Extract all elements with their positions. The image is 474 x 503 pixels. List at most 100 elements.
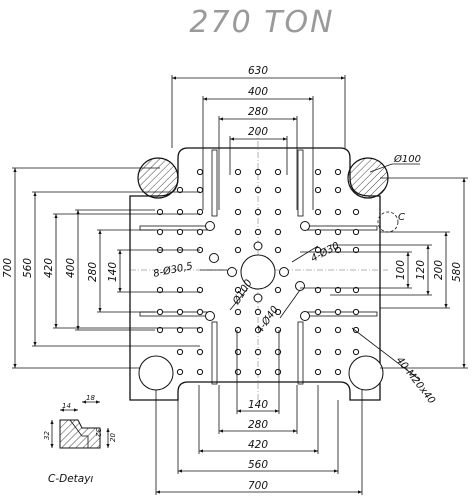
tapped-hole (274, 186, 282, 194)
tapped-hole (176, 348, 184, 356)
ejector-hole (253, 293, 263, 303)
detail-dim-32-left: 32 (43, 431, 51, 440)
tapped-hole (234, 168, 242, 176)
tapped-hole (196, 286, 204, 294)
leader-lines (200, 163, 421, 381)
tapped-hole (314, 348, 322, 356)
detail-dim-14: 14 (62, 402, 71, 410)
tiebar-bottom-right (348, 355, 384, 391)
tapped-hole (234, 228, 242, 236)
detail-title: C-Detayı (48, 473, 93, 485)
tapped-hole (314, 326, 322, 334)
tapped-hole (254, 228, 262, 236)
dim-bottom-560: 560 (248, 459, 268, 471)
tapped-hole (196, 326, 204, 334)
tapped-hole (234, 326, 242, 334)
tapped-hole (156, 228, 164, 236)
dim-right-200: 200 (433, 260, 445, 280)
tapped-hole (274, 228, 282, 236)
tapped-hole (314, 286, 322, 294)
tapped-hole (254, 208, 262, 216)
bottom-dimensions (155, 330, 363, 495)
tapped-hole (334, 168, 342, 176)
dim-top-280: 280 (248, 106, 268, 118)
annotation-center-hole: Ø100 (230, 277, 255, 307)
tapped-hole (314, 208, 322, 216)
detail-dim-20: 20 (109, 433, 117, 442)
tapped-hole (196, 308, 204, 316)
tapped-hole (274, 368, 282, 376)
tapped-hole (352, 326, 360, 334)
dim-top-400: 400 (248, 86, 268, 98)
tapped-hole (334, 348, 342, 356)
tapped-hole (156, 308, 164, 316)
annotation-tapped-holes: 40-M20x40 (394, 355, 437, 406)
tapped-hole (314, 168, 322, 176)
tapped-hole (314, 246, 322, 254)
detail-dim-32-right: 32 (94, 428, 102, 437)
mounting-hole (300, 221, 310, 231)
tapped-hole (274, 348, 282, 356)
tapped-hole (334, 308, 342, 316)
tapped-hole (176, 308, 184, 316)
tapped-hole (334, 286, 342, 294)
tapped-hole (274, 286, 282, 294)
tapped-hole (254, 186, 262, 194)
tapped-hole (274, 208, 282, 216)
tapped-hole (352, 228, 360, 236)
tapped-hole (274, 246, 282, 254)
tapped-hole (314, 186, 322, 194)
dim-left-400: 400 (65, 258, 77, 278)
tapped-hole (334, 208, 342, 216)
tapped-hole (196, 228, 204, 236)
tapped-hole (274, 168, 282, 176)
annotation-4-holes-30: 4-Ø30 (309, 240, 342, 265)
mounting-hole (279, 267, 289, 277)
mounting-hole (300, 311, 310, 321)
tapped-hole (334, 228, 342, 236)
annotation-tiebar: Ø100 (393, 153, 421, 165)
dim-bottom-700: 700 (248, 480, 268, 492)
tapped-hole (334, 368, 342, 376)
tapped-hole (254, 308, 262, 316)
dim-top-200: 200 (248, 126, 268, 138)
mounting-hole (205, 221, 215, 231)
tapped-hole (176, 208, 184, 216)
tapped-hole (352, 246, 360, 254)
mounting-hole (295, 281, 305, 291)
mounting-hole (205, 311, 215, 321)
dim-bottom-280: 280 (248, 419, 268, 431)
dim-right-580: 580 (451, 262, 463, 282)
tapped-hole (334, 246, 342, 254)
tapped-hole (196, 186, 204, 194)
annotation-8-holes: 8-Ø30,5 (152, 260, 194, 280)
tapped-hole (274, 326, 282, 334)
tapped-hole (314, 368, 322, 376)
mounting-hole (227, 267, 237, 277)
tapped-hole (334, 186, 342, 194)
dim-bottom-140: 140 (248, 399, 268, 411)
tapped-hole (234, 308, 242, 316)
tapped-hole (176, 186, 184, 194)
dim-bottom-420: 420 (248, 439, 268, 451)
tapped-hole (196, 168, 204, 176)
tapped-hole (274, 308, 282, 316)
tapped-hole (254, 368, 262, 376)
drawing-title: 270 TON (189, 5, 334, 40)
tapped-hole (234, 246, 242, 254)
tapped-hole-grid (156, 168, 360, 376)
tapped-hole (314, 228, 322, 236)
top-dimensions (171, 75, 346, 210)
tapped-hole (234, 368, 242, 376)
tapped-hole (176, 368, 184, 376)
mounting-hole (209, 253, 219, 263)
tapped-hole (196, 348, 204, 356)
dim-left-560: 560 (22, 258, 34, 278)
dim-right-100: 100 (395, 260, 407, 280)
tapped-hole (254, 326, 262, 334)
tapped-hole (352, 286, 360, 294)
tapped-hole (352, 208, 360, 216)
ejector-hole (253, 241, 263, 251)
tapped-hole (156, 326, 164, 334)
